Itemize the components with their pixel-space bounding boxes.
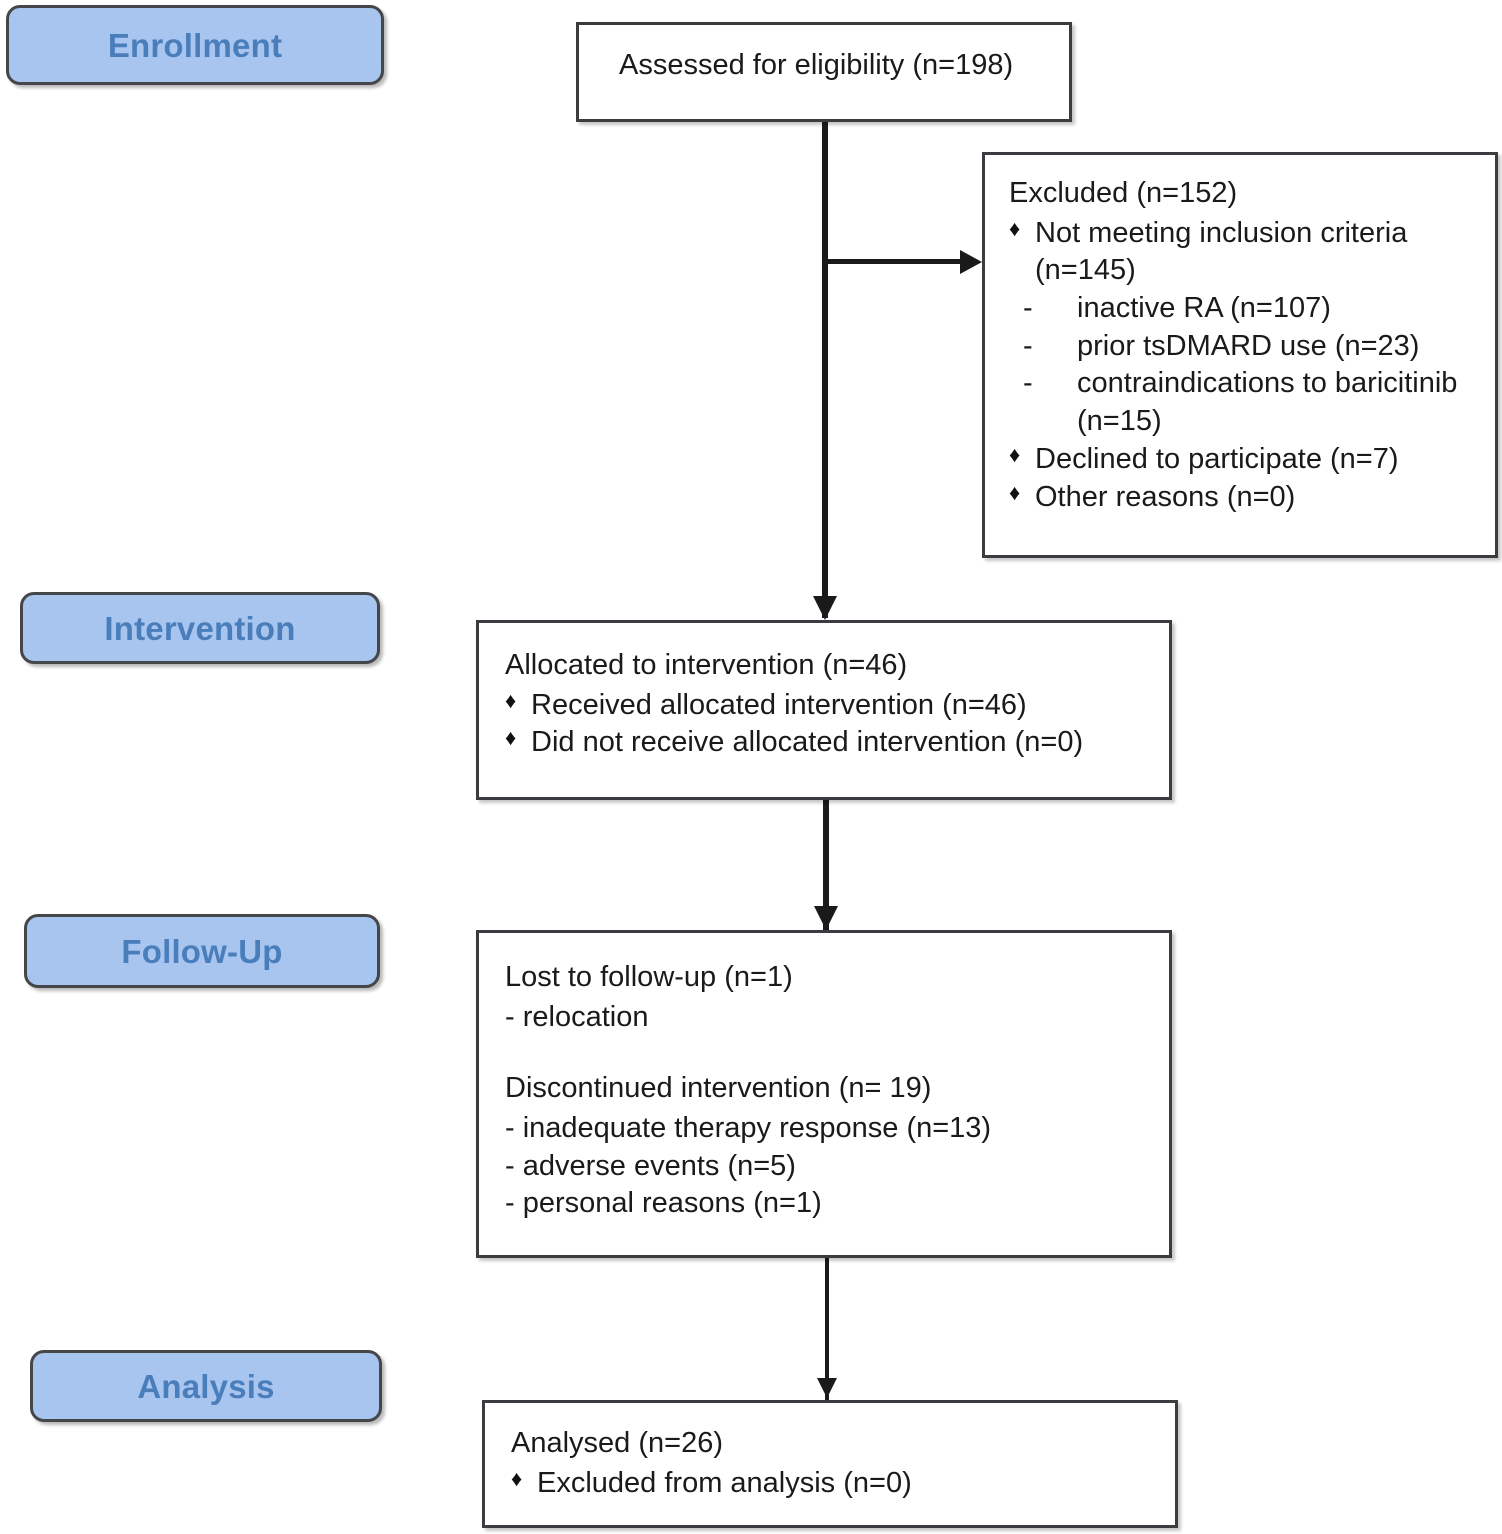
excluded-sub-contraindications: - contraindications to baricitinib (n=15… xyxy=(1009,365,1481,440)
stage-label-enrollment-text: Enrollment xyxy=(107,26,283,64)
allocated-header: Allocated to intervention (n=46) xyxy=(505,649,908,681)
excluded-header: Excluded (n=152) xyxy=(1009,177,1238,209)
stage-label-analysis: Analysis xyxy=(30,1350,382,1422)
stage-label-intervention-text: Intervention xyxy=(104,609,296,647)
followup-discontinued-inadequate-response: - inadequate therapy response (n=13) xyxy=(505,1112,992,1145)
diamond-bullet-icon: ♦ xyxy=(511,1465,523,1491)
excluded-sub-inactive-ra: - inactive RA (n=107) xyxy=(1009,290,1481,328)
dash-icon: - xyxy=(1023,292,1033,325)
stage-label-analysis-text: Analysis xyxy=(137,1367,275,1405)
diamond-bullet-icon: ♦ xyxy=(1009,441,1021,467)
diamond-bullet-icon: ♦ xyxy=(505,687,517,713)
connector-assessed-to-excluded-arrowhead xyxy=(960,250,982,274)
dash-icon: - xyxy=(1023,329,1033,362)
excluded-bullet-other-reasons: ♦ Other reasons (n=0) xyxy=(1009,479,1481,517)
connector-followup-to-analysed-line xyxy=(825,1258,829,1400)
followup-discontinued-personal-reasons: - personal reasons (n=1) xyxy=(505,1187,822,1220)
assessed-eligibility-text: Assessed for eligibility (n=198) xyxy=(619,49,1014,81)
analysed-bullet-excluded: ♦ Excluded from analysis (n=0) xyxy=(511,1465,1161,1503)
followup-discontinued-adverse-events: - adverse events (n=5) xyxy=(505,1149,796,1182)
excluded-bullet-not-meeting-criteria: ♦ Not meeting inclusion criteria (n=145) xyxy=(1009,215,1481,290)
box-allocated-to-intervention: Allocated to intervention (n=46) ♦ Recei… xyxy=(476,620,1172,800)
excluded-bullet-declined: ♦ Declined to participate (n=7) xyxy=(1009,441,1481,479)
followup-discontinued-header: Discontinued intervention (n= 19) xyxy=(505,1072,932,1105)
excluded-sub-prior-tsdmard: - prior tsDMARD use (n=23) xyxy=(1009,328,1481,366)
connector-assessed-to-allocated-arrowhead xyxy=(813,596,837,620)
excluded-sub-inactive-ra-text: inactive RA (n=107) xyxy=(1077,292,1331,325)
stage-label-enrollment: Enrollment xyxy=(6,5,384,85)
excluded-bullet-declined-text: Declined to participate (n=7) xyxy=(1035,442,1399,475)
stage-label-intervention: Intervention xyxy=(20,592,380,664)
connector-assessed-to-allocated-line xyxy=(822,122,828,618)
excluded-sub-contraindications-text: contraindications to baricitinib (n=15) xyxy=(1077,367,1458,438)
connector-allocated-to-followup-arrowhead xyxy=(814,906,838,930)
allocated-bullet-received-text: Received allocated intervention (n=46) xyxy=(531,688,1027,721)
followup-lost-header: Lost to follow-up (n=1) xyxy=(505,961,793,993)
dash-icon: - xyxy=(1023,367,1033,400)
excluded-bullet-not-meeting-criteria-text: Not meeting inclusion criteria (n=145) xyxy=(1035,216,1408,287)
box-analysed: Analysed (n=26) ♦ Excluded from analysis… xyxy=(482,1400,1178,1528)
excluded-bullet-other-reasons-text: Other reasons (n=0) xyxy=(1035,480,1296,513)
analysed-header: Analysed (n=26) xyxy=(511,1427,723,1459)
diamond-bullet-icon: ♦ xyxy=(1009,215,1021,241)
box-follow-up: Lost to follow-up (n=1) - relocation Dis… xyxy=(476,930,1172,1258)
stage-label-followup: Follow-Up xyxy=(24,914,380,988)
box-assessed-for-eligibility: Assessed for eligibility (n=198) xyxy=(576,22,1072,122)
allocated-bullet-not-received: ♦ Did not receive allocated intervention… xyxy=(505,724,1155,762)
connector-allocated-to-followup-line xyxy=(823,800,829,930)
analysed-bullet-excluded-text: Excluded from analysis (n=0) xyxy=(537,1466,912,1499)
connector-assessed-to-excluded-line xyxy=(824,259,964,264)
diamond-bullet-icon: ♦ xyxy=(505,725,517,751)
box-excluded: Excluded (n=152) ♦ Not meeting inclusion… xyxy=(982,152,1498,558)
diamond-bullet-icon: ♦ xyxy=(1009,479,1021,505)
allocated-bullet-received: ♦ Received allocated intervention (n=46) xyxy=(505,687,1155,725)
connector-followup-to-analysed-arrowhead xyxy=(817,1378,837,1398)
allocated-bullet-not-received-text: Did not receive allocated intervention (… xyxy=(531,726,1084,759)
stage-label-followup-text: Follow-Up xyxy=(121,932,283,970)
excluded-sub-prior-tsdmard-text: prior tsDMARD use (n=23) xyxy=(1077,329,1420,362)
followup-lost-relocation: - relocation xyxy=(505,1000,649,1033)
